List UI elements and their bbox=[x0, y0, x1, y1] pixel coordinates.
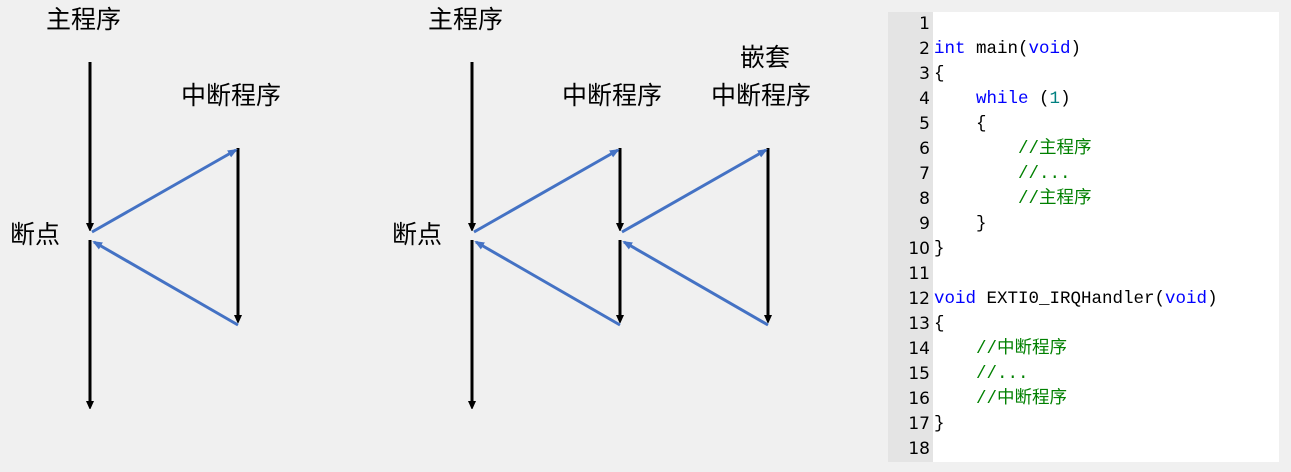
code-line: 4 while (1) bbox=[888, 87, 1070, 112]
line-number: 1 bbox=[919, 14, 930, 34]
code-text: { bbox=[934, 64, 945, 84]
line-number: 12 bbox=[908, 289, 930, 309]
code-line: 6 //主程序 bbox=[888, 137, 1091, 162]
line-number: 10 bbox=[908, 239, 930, 259]
flow-arrows bbox=[0, 62, 880, 472]
code-text: //... bbox=[976, 364, 1029, 384]
left-breakpoint-label: 断点 bbox=[10, 220, 61, 249]
line-number: 2 bbox=[919, 39, 930, 59]
code-line: 13{ bbox=[888, 312, 944, 337]
code-line: 1 bbox=[888, 12, 930, 37]
code-text: void EXTI0_IRQHandler(void) bbox=[934, 289, 1218, 309]
code-line: 15 //... bbox=[888, 362, 1028, 387]
line-number-gutter bbox=[888, 12, 933, 462]
code-text: //... bbox=[1018, 164, 1071, 184]
code-line: 8 //主程序 bbox=[888, 187, 1091, 212]
line-number: 6 bbox=[919, 139, 930, 159]
code-line: 16 //中断程序 bbox=[888, 387, 1067, 412]
code-line: 3{ bbox=[888, 62, 944, 87]
code-text: int main(void) bbox=[934, 39, 1082, 59]
code-line: 11 bbox=[888, 262, 930, 287]
line-number: 7 bbox=[919, 164, 930, 184]
code-line: 18 bbox=[888, 437, 930, 462]
code-text: { bbox=[934, 314, 945, 334]
right-interrupt-program-label: 中断程序 bbox=[562, 81, 663, 110]
code-text: //主程序 bbox=[1018, 189, 1092, 209]
code-text: } bbox=[976, 214, 987, 234]
code-line: 9 } bbox=[888, 212, 986, 237]
line-number: 15 bbox=[908, 364, 930, 384]
code-line: 5 { bbox=[888, 112, 986, 137]
right-diagram-arrows bbox=[472, 62, 768, 406]
line-number: 8 bbox=[919, 189, 930, 209]
line-number: 17 bbox=[908, 414, 930, 434]
code-text: while (1) bbox=[976, 89, 1071, 109]
code-text: } bbox=[934, 414, 945, 434]
nested-label-line1: 嵌套 bbox=[740, 43, 791, 72]
code-text: //主程序 bbox=[1018, 139, 1092, 159]
right-main-program-label: 主程序 bbox=[428, 5, 504, 34]
code-text: } bbox=[934, 239, 945, 259]
code-text: //中断程序 bbox=[976, 389, 1068, 409]
nested-interrupt-program-label: 中断程序 bbox=[711, 81, 812, 110]
code-text: { bbox=[976, 114, 987, 134]
left-diagram-arrows bbox=[90, 62, 238, 406]
line-number: 14 bbox=[908, 339, 930, 359]
code-line: 14 //中断程序 bbox=[888, 337, 1067, 362]
line-number: 13 bbox=[908, 314, 930, 334]
line-number: 5 bbox=[919, 114, 930, 134]
interrupt-flow-diagram: 主程序 中断程序 断点 主程序 中断程序 嵌套 中断程序 断点 bbox=[0, 5, 880, 472]
code-line: 17} bbox=[888, 412, 944, 437]
code-line: 7 //... bbox=[888, 162, 1070, 187]
line-number: 9 bbox=[919, 214, 930, 234]
code-line: 10} bbox=[888, 237, 944, 262]
line-number: 3 bbox=[919, 64, 930, 84]
code-text: //中断程序 bbox=[976, 339, 1068, 359]
line-number: 16 bbox=[908, 389, 930, 409]
right-breakpoint-label: 断点 bbox=[392, 220, 443, 249]
left-main-program-label: 主程序 bbox=[46, 5, 122, 34]
line-number: 4 bbox=[919, 89, 930, 109]
line-number: 11 bbox=[908, 264, 930, 284]
left-interrupt-program-label: 中断程序 bbox=[181, 81, 282, 110]
line-number: 18 bbox=[908, 439, 930, 459]
